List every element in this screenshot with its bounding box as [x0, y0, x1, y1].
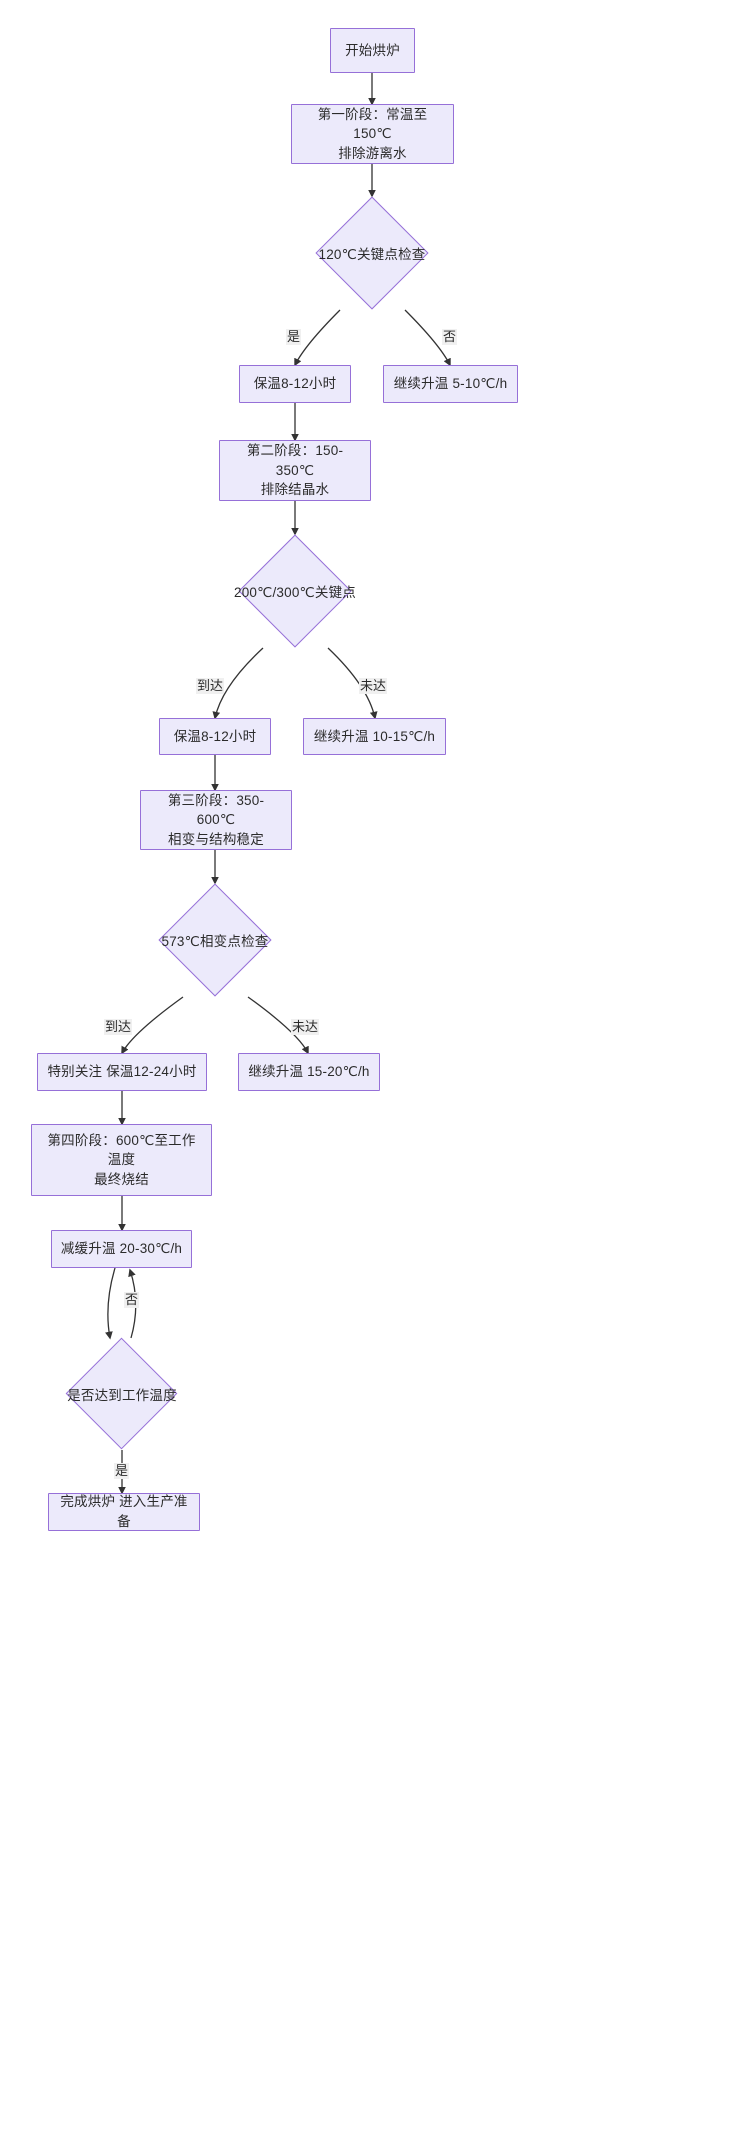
node-check200300-label: 200℃/300℃关键点	[233, 585, 357, 600]
edge-label-check200300-notreached: 未达	[359, 678, 388, 694]
edge-label-check573-reached: 到达	[104, 1019, 133, 1035]
node-hold3[interactable]: 特别关注 保温12-24小时	[37, 1053, 207, 1091]
node-check573[interactable]: 573℃相变点检查	[135, 883, 295, 997]
node-check120[interactable]: 120℃关键点检查	[292, 196, 452, 310]
node-check573-label: 573℃相变点检查	[161, 934, 269, 949]
node-checkwork[interactable]: 是否达到工作温度	[42, 1337, 202, 1450]
node-start[interactable]: 开始烘炉	[330, 28, 415, 73]
edge-label-check120-no: 否	[442, 329, 458, 345]
node-check200300[interactable]: 200℃/300℃关键点	[215, 534, 375, 648]
node-ramp1[interactable]: 继续升温 5-10℃/h	[383, 365, 518, 403]
node-checkwork-label: 是否达到工作温度	[67, 1388, 177, 1403]
node-slowramp[interactable]: 减缓升温 20-30℃/h	[51, 1230, 192, 1268]
node-stage1[interactable]: 第一阶段：常温至150℃ 排除游离水	[291, 104, 454, 164]
node-check120-label: 120℃关键点检查	[318, 247, 426, 262]
node-hold2[interactable]: 保温8-12小时	[159, 718, 271, 755]
edge-label-check573-notreached: 未达	[291, 1019, 320, 1035]
edge-label-checkwork-yes: 是	[114, 1463, 130, 1479]
node-ramp3[interactable]: 继续升温 15-20℃/h	[238, 1053, 380, 1091]
edge-label-check120-yes: 是	[286, 329, 302, 345]
node-stage4[interactable]: 第四阶段：600℃至工作温度 最终烧结	[31, 1124, 212, 1196]
edge-check120-hold1	[294, 309, 341, 367]
node-done[interactable]: 完成烘炉 进入生产准备	[48, 1493, 200, 1531]
edge-label-check200300-reached: 到达	[196, 678, 225, 694]
node-stage2[interactable]: 第二阶段：150-350℃ 排除结晶水	[219, 440, 371, 501]
edge-label-checkwork-no: 否	[124, 1292, 140, 1308]
node-ramp2[interactable]: 继续升温 10-15℃/h	[303, 718, 446, 755]
node-stage3[interactable]: 第三阶段：350-600℃ 相变与结构稳定	[140, 790, 292, 850]
edge-slowramp-checkwork	[105, 1267, 116, 1340]
node-hold1[interactable]: 保温8-12小时	[239, 365, 351, 403]
